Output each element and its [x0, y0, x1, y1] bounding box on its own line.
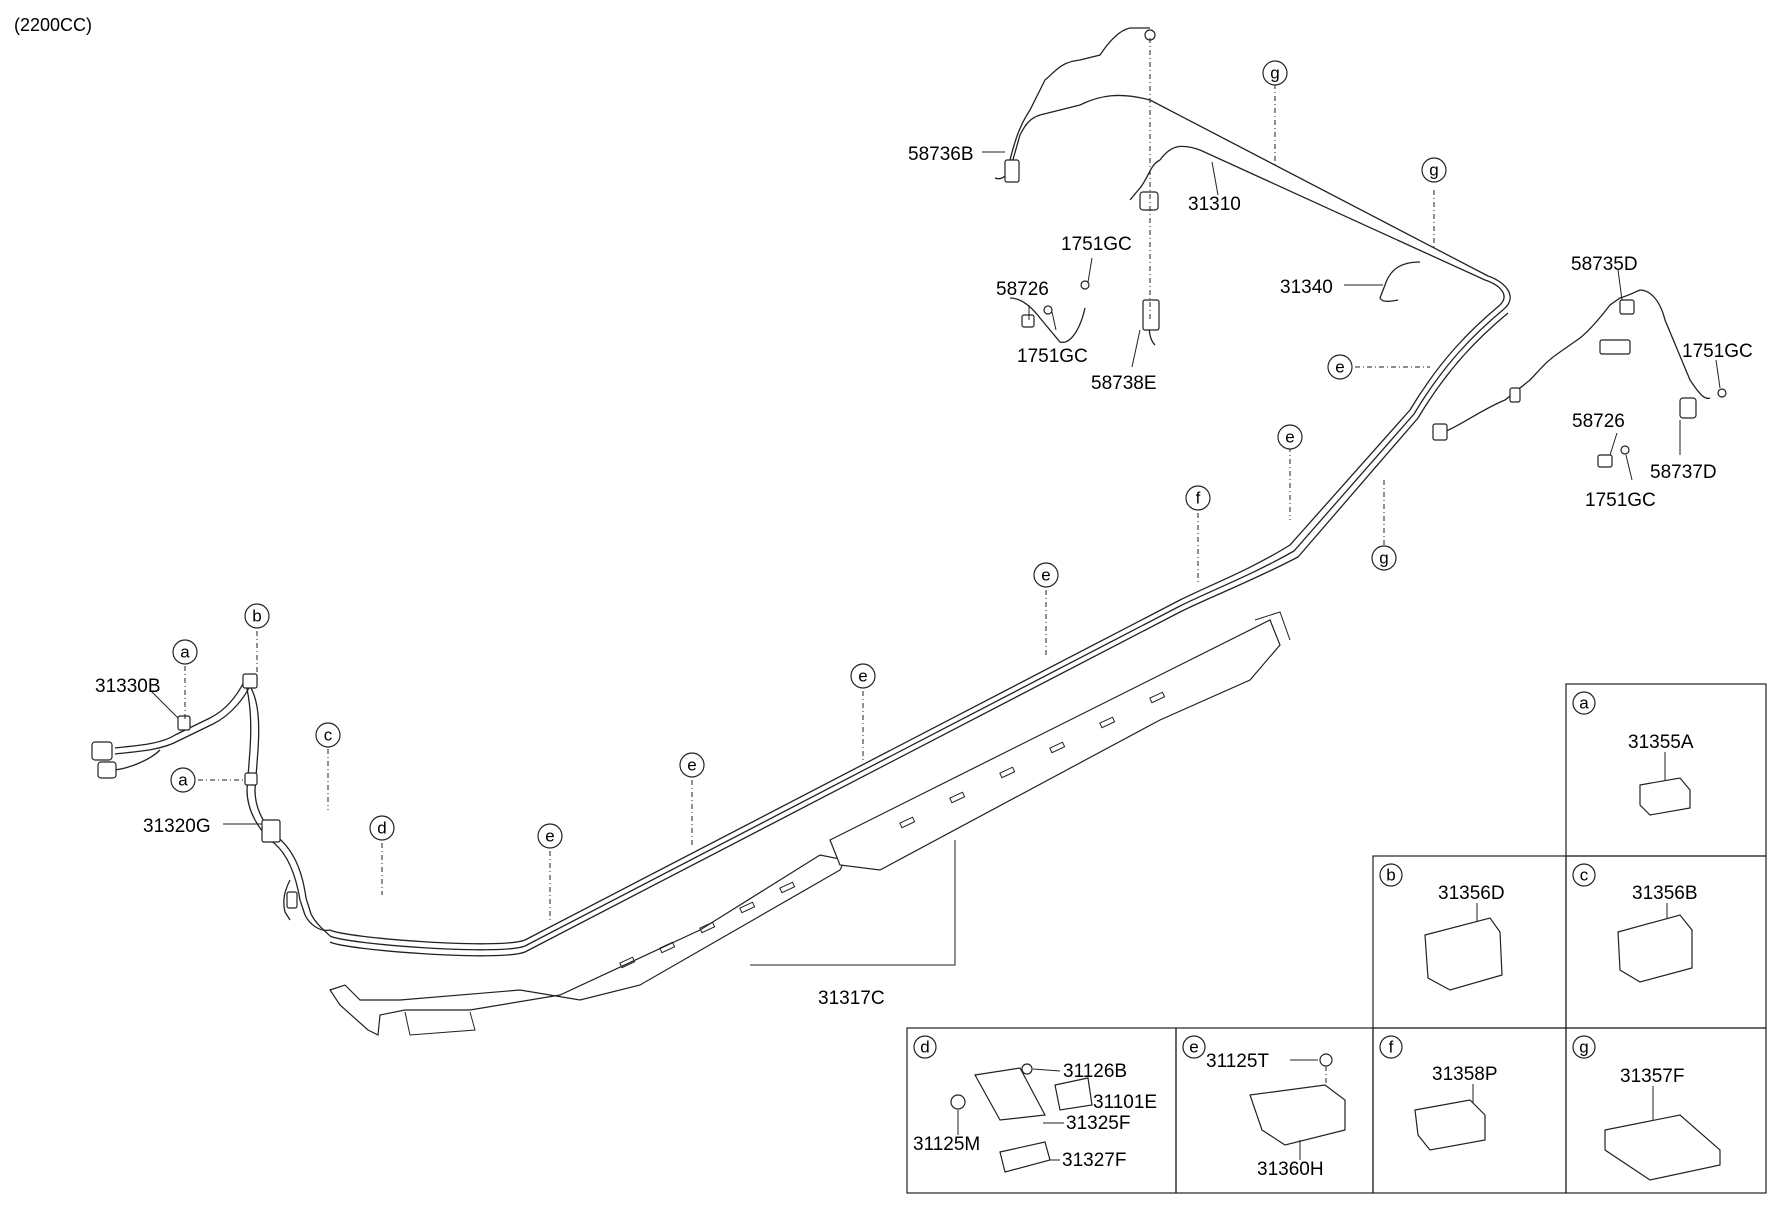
legend-letter-d: d — [920, 1038, 929, 1057]
clip-31357F — [1604, 1114, 1721, 1181]
svg-text:a: a — [178, 771, 188, 790]
svg-text:e: e — [545, 827, 554, 846]
legend-31101E: 31101E — [1093, 1092, 1157, 1113]
clip-31356B — [1617, 914, 1693, 983]
legend-letter-e: e — [1189, 1038, 1198, 1057]
label-58737D: 58737D — [1650, 462, 1717, 483]
legend-31125M: 31125M — [913, 1134, 980, 1155]
callout-labels: 58736B 31310 1751GC 58726 1751GC 58738E … — [95, 144, 1753, 1009]
marker-g-2: g — [1421, 157, 1447, 183]
legend-31360H: 31360H — [1257, 1159, 1324, 1180]
clip-31358P — [1414, 1099, 1486, 1151]
marker-e-4: e — [850, 663, 876, 689]
marker-b-1: b — [244, 603, 270, 629]
marker-g-3: g — [1371, 545, 1397, 571]
marker-e-5: e — [679, 752, 705, 778]
clip-31356D — [1424, 917, 1503, 991]
svg-text:e: e — [1285, 428, 1294, 447]
leader-lines — [149, 151, 1721, 825]
label-58735D: 58735D — [1571, 254, 1638, 275]
marker-e-3: e — [1033, 562, 1059, 588]
label-31340: 31340 — [1280, 277, 1333, 298]
legend-letter-c: c — [1580, 866, 1589, 885]
legend-letter-a: a — [1579, 694, 1589, 713]
marker-leaders — [184, 38, 1435, 920]
engine-header: (2200CC) — [14, 15, 92, 35]
label-31320G: 31320G — [143, 816, 211, 837]
svg-text:d: d — [377, 819, 386, 838]
svg-text:e: e — [1335, 358, 1344, 377]
clip-31355A — [1639, 777, 1691, 816]
label-31310: 31310 — [1188, 194, 1241, 215]
floor-brackets — [329, 611, 1291, 1036]
legend-31356D: 31356D — [1438, 883, 1505, 904]
main-fuel-lines — [329, 27, 1711, 957]
svg-text:a: a — [180, 643, 190, 662]
label-1751GC-c: 1751GC — [1682, 341, 1753, 362]
legend-box-a — [1565, 683, 1767, 857]
svg-text:e: e — [1041, 566, 1050, 585]
label-31330B: 31330B — [95, 676, 161, 697]
legend-31355A: 31355A — [1628, 732, 1694, 753]
legend-letter-g: g — [1579, 1038, 1588, 1057]
legend-31125T: 31125T — [1206, 1051, 1269, 1072]
legend-31357F: 31357F — [1620, 1066, 1684, 1087]
svg-text:c: c — [324, 726, 333, 745]
legend-letter-b: b — [1386, 866, 1395, 885]
legend-31327F: 31327F — [1062, 1150, 1126, 1171]
legend-box-g — [1565, 1027, 1767, 1194]
marker-d-1: d — [369, 815, 395, 841]
marker-a-1: a — [172, 639, 198, 665]
label-1751GC-d: 1751GC — [1585, 490, 1656, 511]
legend-31325F: 31325F — [1066, 1113, 1130, 1134]
front-assembly — [91, 673, 331, 937]
legend-panel: a 31355A b 31356D c 31356B d 31126B 3110… — [906, 683, 1767, 1194]
marker-f-1: f — [1185, 485, 1211, 511]
label-58736B: 58736B — [908, 144, 974, 165]
svg-text:g: g — [1379, 549, 1388, 568]
marker-e-6: e — [537, 823, 563, 849]
label-31317C: 31317C — [818, 988, 885, 1009]
legend-letter-f: f — [1389, 1038, 1394, 1057]
svg-text:e: e — [687, 756, 696, 775]
legend-31358P: 31358P — [1432, 1064, 1498, 1085]
svg-text:f: f — [1196, 489, 1201, 508]
marker-c-1: c — [315, 722, 341, 748]
marker-g-1: g — [1262, 60, 1288, 86]
fittings — [1004, 29, 1727, 468]
label-58738E: 58738E — [1091, 373, 1157, 394]
clip-31360H — [1249, 1084, 1346, 1146]
svg-text:e: e — [858, 667, 867, 686]
marker-a-2: a — [170, 767, 196, 793]
legend-31126B: 31126B — [1063, 1061, 1127, 1082]
svg-text:g: g — [1270, 64, 1279, 83]
marker-e-1: e — [1327, 354, 1353, 380]
letter-markers: g g e e g f e e e e a b c a d — [170, 60, 1447, 849]
label-58726-a: 58726 — [996, 279, 1049, 300]
label-58726-b: 58726 — [1572, 411, 1625, 432]
label-1751GC-a: 1751GC — [1061, 234, 1132, 255]
label-1751GC-b: 1751GC — [1017, 346, 1088, 367]
marker-e-2: e — [1277, 424, 1303, 450]
svg-text:b: b — [252, 607, 261, 626]
legend-31356B: 31356B — [1632, 883, 1698, 904]
svg-text:g: g — [1429, 161, 1438, 180]
